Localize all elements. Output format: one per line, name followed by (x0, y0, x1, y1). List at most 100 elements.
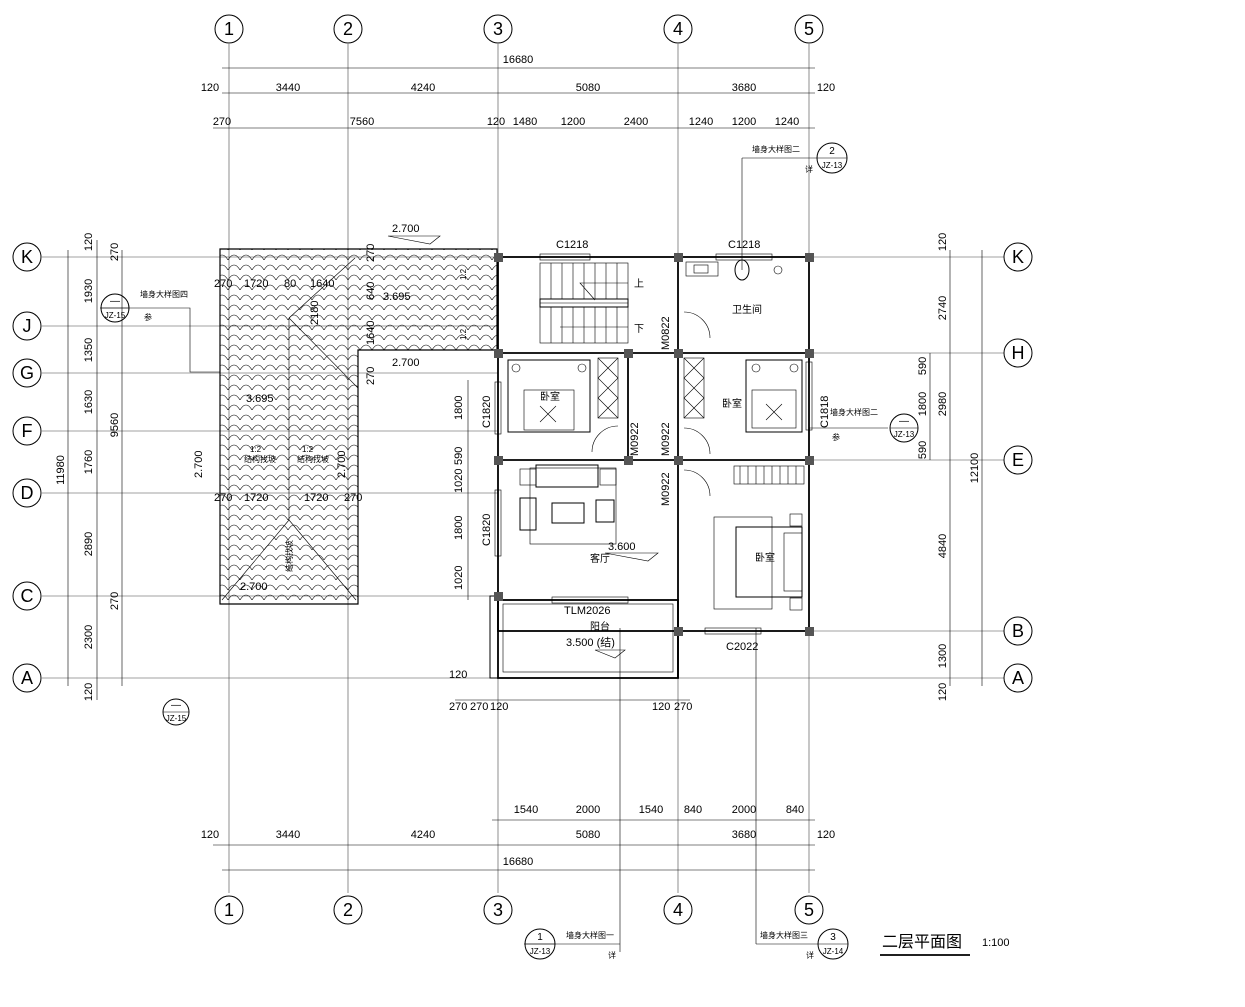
svg-text:墙身大样图二: 墙身大样图二 (752, 144, 800, 154)
drawing-title: 二层平面图 1:100 (880, 934, 1010, 956)
svg-text:590: 590 (917, 357, 929, 375)
svg-text:4240: 4240 (411, 82, 435, 94)
svg-text:墙身大样图一: 墙身大样图一 (566, 930, 614, 940)
svg-text:270: 270 (674, 701, 692, 713)
svg-text:3440: 3440 (276, 829, 300, 841)
bottom-total-dim: 16680 (503, 856, 534, 868)
svg-text:JZ-15: JZ-15 (166, 714, 187, 723)
axis-grid (42, 44, 1004, 893)
svg-text:2.700: 2.700 (240, 581, 268, 593)
axis-bubble-A-right: A (1003, 663, 1033, 693)
axis-bubble-H-right: H (1003, 338, 1033, 368)
bedroom-3-label: 卧室 (755, 551, 775, 564)
svg-text:结构找坡: 结构找坡 (244, 454, 276, 464)
axis-bubble-B-right: B (1003, 616, 1033, 646)
axis-bubble-5-top: 5 (794, 14, 824, 44)
svg-text:120: 120 (817, 829, 835, 841)
svg-text:3.695: 3.695 (383, 291, 411, 303)
door-m0822: M0822 (660, 316, 672, 350)
svg-text:5: 5 (804, 19, 814, 39)
axis-bubble-J-left: J (12, 311, 42, 341)
svg-text:JZ-13: JZ-13 (894, 430, 915, 439)
axis-bubble-4-bottom: 4 (663, 895, 693, 925)
svg-text:1200: 1200 (732, 116, 756, 128)
svg-text:3680: 3680 (732, 829, 756, 841)
svg-text:1020: 1020 (453, 566, 465, 590)
svg-text:11980: 11980 (55, 455, 67, 485)
svg-text:JZ-13: JZ-13 (822, 161, 843, 170)
window-c1218-left: C1218 (556, 239, 588, 251)
svg-text:F: F (22, 421, 33, 441)
svg-text:3: 3 (493, 19, 503, 39)
svg-text:1540: 1540 (639, 804, 663, 816)
detail-callouts: 2 JZ-13 墙身大样图二 详 — JZ-15 墙身大样图四 参 — JZ-1… (100, 142, 919, 960)
svg-text:4840: 4840 (937, 534, 949, 558)
svg-text:1:2: 1:2 (250, 445, 262, 454)
svg-text:结构找坡: 结构找坡 (284, 540, 294, 572)
left-dimensions: 11980 9560 120 270 1930 1350 1630 1760 2… (55, 233, 123, 701)
window-c1818: C1818 (819, 396, 831, 428)
svg-text:详: 详 (608, 950, 616, 960)
svg-text:5080: 5080 (576, 829, 600, 841)
svg-text:590: 590 (917, 441, 929, 459)
svg-text:2000: 2000 (576, 804, 600, 816)
drawing-scale: 1:100 (982, 937, 1010, 949)
svg-text:1: 1 (537, 932, 543, 943)
svg-text:120: 120 (817, 82, 835, 94)
svg-text:270: 270 (214, 492, 232, 504)
svg-text:2.700: 2.700 (336, 450, 348, 478)
axis-bubbles: 1 2 3 4 5 1 2 3 4 5 K J G F D C A K H E … (12, 14, 1033, 925)
svg-text:2300: 2300 (83, 625, 95, 649)
svg-text:2: 2 (343, 19, 353, 39)
svg-text:—: — (110, 296, 120, 307)
svg-text:E: E (1012, 450, 1024, 470)
svg-text:270: 270 (213, 116, 231, 128)
svg-text:JZ-14: JZ-14 (823, 947, 844, 956)
svg-text:120: 120 (937, 683, 949, 701)
svg-text:结构找坡: 结构找坡 (297, 454, 329, 464)
window-c2022: C2022 (726, 641, 758, 653)
svg-text:2.700: 2.700 (392, 223, 420, 235)
openings: C1218 C1218 C1820 C1820 C1818 C2022 M082… (481, 239, 831, 653)
svg-text:3.695: 3.695 (246, 393, 274, 405)
svg-text:1930: 1930 (83, 279, 95, 303)
svg-text:详: 详 (805, 164, 813, 174)
svg-text:2400: 2400 (624, 116, 648, 128)
window-c1820-upper: C1820 (481, 396, 493, 428)
svg-text:270: 270 (470, 701, 488, 713)
axis-bubble-2-top: 2 (333, 14, 363, 44)
living-room-label: 客厅 (590, 552, 610, 565)
svg-text:5080: 5080 (576, 82, 600, 94)
svg-text:12100: 12100 (969, 453, 981, 484)
door-tlm2026: TLM2026 (564, 605, 610, 617)
svg-text:270: 270 (365, 367, 377, 385)
svg-text:1350: 1350 (83, 338, 95, 362)
svg-text:2.700: 2.700 (392, 357, 420, 369)
door-m0922-b: M0922 (660, 422, 672, 456)
balcony-label: 阳台 (590, 620, 610, 633)
svg-text:B: B (1012, 621, 1024, 641)
svg-text:3440: 3440 (276, 82, 300, 94)
svg-text:K: K (1012, 247, 1024, 267)
svg-text:墙身大样图三: 墙身大样图三 (760, 930, 808, 940)
svg-text:120: 120 (490, 701, 508, 713)
svg-text:K: K (21, 247, 33, 267)
svg-text:1760: 1760 (83, 450, 95, 474)
drawing-title-text: 二层平面图 (882, 934, 962, 951)
bathroom-label: 卫生间 (732, 303, 762, 316)
window-c1218-right: C1218 (728, 239, 760, 251)
door-m0922-a: M0922 (629, 422, 641, 456)
svg-text:1:2: 1:2 (459, 328, 468, 340)
svg-text:3: 3 (493, 900, 503, 920)
svg-text:2: 2 (829, 146, 835, 157)
svg-text:270: 270 (214, 278, 232, 290)
svg-text:640: 640 (365, 282, 377, 300)
svg-text:80: 80 (284, 278, 296, 290)
svg-text:7560: 7560 (350, 116, 374, 128)
svg-text:3: 3 (830, 932, 836, 943)
svg-text:4: 4 (673, 900, 683, 920)
svg-text:120: 120 (201, 82, 219, 94)
svg-text:2: 2 (343, 900, 353, 920)
svg-text:120: 120 (449, 669, 467, 681)
